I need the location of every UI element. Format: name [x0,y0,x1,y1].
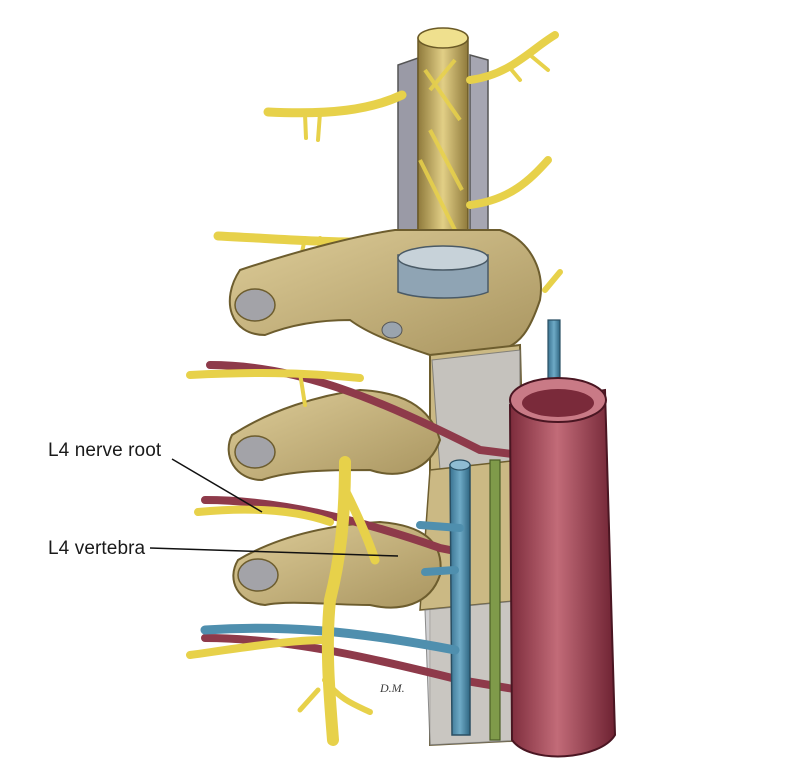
nerve-root-leader-line [171,458,263,513]
vertebra-leader-line [149,547,399,557]
middle-vertebra [227,388,442,482]
aorta [508,377,617,758]
upper-nerve-branches [213,31,563,293]
upper-vertebra [228,229,542,357]
spinal-cord [417,27,469,261]
segmental-arteries [201,361,524,694]
label-l4-nerve-root: L4 nerve root [48,440,162,461]
veins [200,319,561,736]
sympathetic-trunk [489,459,501,741]
artist-signature: D.M. [380,681,405,695]
label-l4-vertebra: L4 vertebra [48,538,146,559]
